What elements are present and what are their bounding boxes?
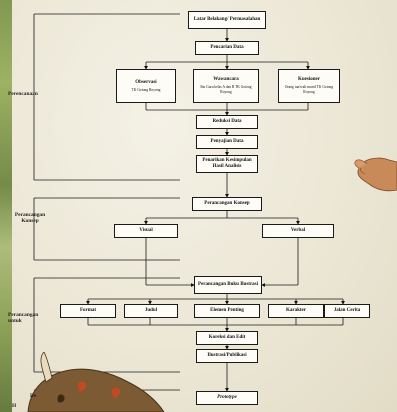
section-perancangan-konsep: Perancangan Konsep [14,212,46,224]
node-karakter-label: Karakter [286,308,306,313]
node-elemen-penting-label: Elemen Penting [210,308,244,313]
node-pencarian-data-label: Pencarian Data [210,45,244,50]
node-observasi-label: Observasi [135,79,157,85]
node-koreksi-edit-label: Koreksi dan Edit [208,335,246,340]
node-wawancara-label: Wawancara [213,77,239,83]
leaf-decoration [0,0,12,412]
node-perancangan-buku-label: Perancangan Buku Ilustrasi [197,282,258,287]
node-prototype-label: Prototype [217,395,237,400]
node-penarikan-kesimpulan-label: Penarikan Kesimpulan Hasil Analisis [202,158,252,169]
node-wawancara: Wawancara Ibu Guru kelas A dan B TK Goto… [193,69,259,103]
node-format: Format [60,304,116,318]
node-penyajian-data-label: Penyajian Data [210,139,244,144]
node-visual-label: Visual [139,228,153,233]
node-kuesioner-sub: Orang tua/wali murid TK Gotong Royong [284,85,334,94]
node-verbal-label: Verbal [290,228,306,233]
rock-illustration [27,352,165,412]
section-perencanaan: Perencanaan [8,91,38,97]
node-latar-belakang: Latar Belakang/ Permasalahan [188,11,266,29]
node-penarikan-kesimpulan: Penarikan Kesimpulan Hasil Analisis [196,155,258,173]
section-perancangan-untuk: Perancangan untuk [8,312,39,324]
hand-illustration [354,157,397,192]
node-visual: Visual [114,224,178,238]
node-perancangan-buku: Perancangan Buku Ilustrasi [194,276,262,294]
node-latar-belakang-label: Latar Belakang/ Permasalahan [193,17,261,22]
node-kuesioner: Kuesioner Orang tua/wali murid TK Gotong… [278,69,340,103]
node-observasi-sub: TK Gotong Royong [131,87,161,92]
node-verbal: Verbal [262,224,334,238]
node-prototype: Prototype [196,391,258,405]
section-h: H [12,403,17,409]
section-de: De [30,393,37,399]
node-observasi: Observasi TK Gotong Royong [116,69,176,103]
node-elemen-penting: Elemen Penting [194,304,260,318]
node-jalan-cerita: Jalan Cerita [324,304,370,318]
node-kuesioner-label: Kuesioner [298,77,320,83]
node-karakter: Karakter [268,304,324,318]
node-jalan-cerita-label: Jalan Cerita [333,308,361,313]
node-koreksi-edit: Koreksi dan Edit [196,331,258,345]
node-judul-label: Judul [144,308,158,313]
node-perancangan-konsep-label: Perancangan Konsep [204,201,250,206]
node-penyajian-data: Penyajian Data [196,135,258,149]
node-pencarian-data: Pencarian Data [195,41,259,55]
node-judul: Judul [124,304,178,318]
node-wawancara-sub: Ibu Guru kelas A dan B TK Gotong Royong [200,85,252,94]
node-perancangan-konsep: Perancangan Konsep [192,197,262,211]
node-ilustrasi-publikasi: Ilustrasi/Publikasi [196,349,258,363]
node-reduksi-data: Reduksi Data [196,115,258,129]
node-ilustrasi-publikasi-label: Ilustrasi/Publikasi [207,353,247,358]
node-reduksi-data-label: Reduksi Data [212,119,242,124]
node-format-label: Format [79,308,97,313]
